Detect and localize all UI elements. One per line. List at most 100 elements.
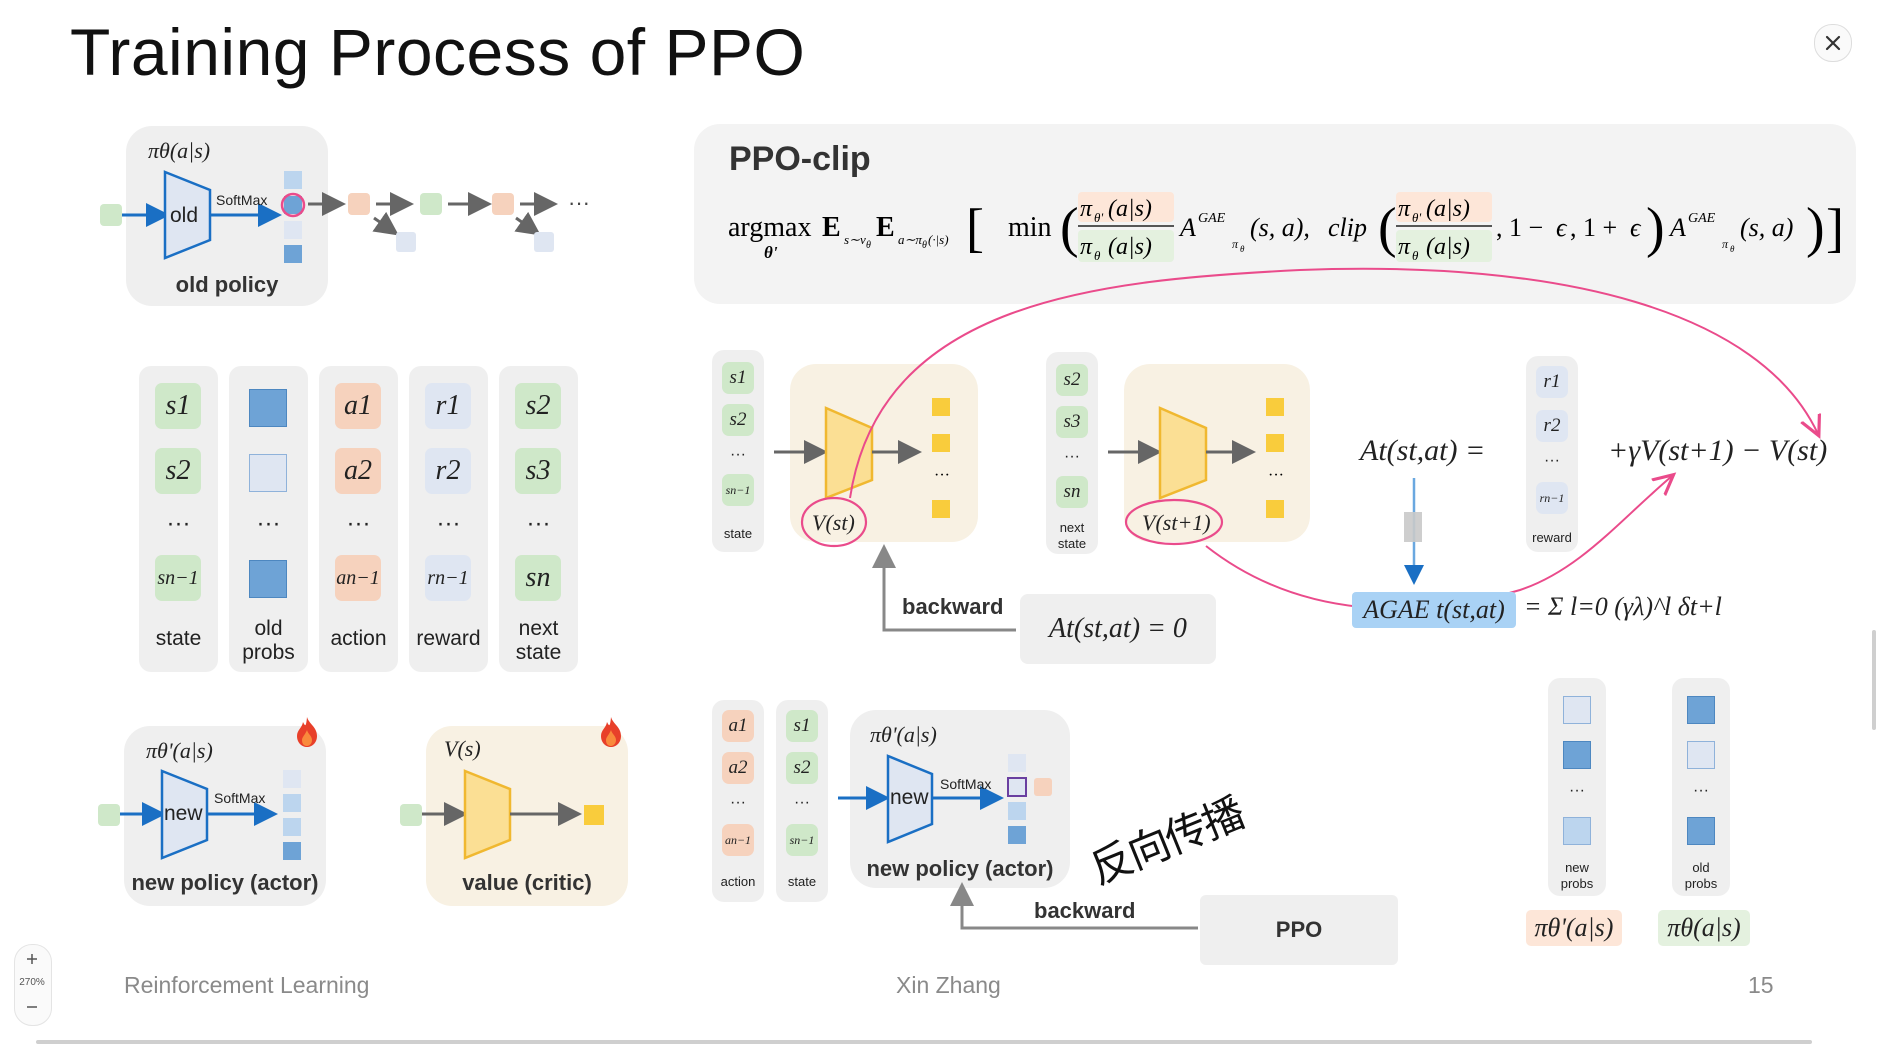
svg-text:θ: θ: [1730, 244, 1735, 254]
svg-text:π: π: [1722, 237, 1729, 251]
au-old-probs-caption-1: old: [1692, 860, 1710, 875]
buffer-state-ellipsis: ···: [166, 510, 191, 537]
zoom-control: [14, 944, 52, 1026]
au-new-prob-cell: [1563, 696, 1591, 724]
buffer-old-probs-caption-2: probs: [242, 641, 295, 664]
footer-author: Xin Zhang: [896, 972, 1001, 998]
vu-gae-lhs: AGAE t(st,at): [1352, 592, 1516, 628]
svg-text:): ): [1646, 197, 1665, 259]
au-action-ellipsis: ···: [730, 794, 746, 811]
buffer-state-item: s1: [155, 383, 201, 429]
vu-reward-item: rn−1: [1536, 482, 1568, 514]
svg-text:θ': θ': [1094, 210, 1103, 225]
close-button[interactable]: [1814, 24, 1852, 62]
vu-state-caption: state: [723, 526, 753, 541]
au-action-item: a1: [722, 710, 754, 742]
old-policy-formula: πθ(a|s): [148, 138, 211, 163]
au-new-probs-ellipsis: ···: [1569, 782, 1585, 799]
svg-text:min: min: [1008, 212, 1052, 243]
vu-state-item: s2: [722, 404, 754, 436]
svg-text:···: ···: [934, 467, 950, 484]
new-softmax-label: SoftMax: [214, 790, 266, 806]
svg-text:ϵ: ϵ: [1630, 213, 1642, 242]
footer-course: Reinforcement Learning: [124, 972, 370, 998]
close-icon: [1825, 35, 1841, 51]
vu-advantage-zero: At(st,at) = 0: [1020, 594, 1216, 664]
svg-text:θ: θ: [1412, 248, 1419, 263]
buffer-next-state-item: sn: [515, 555, 561, 601]
buffer-state-caption: state: [155, 627, 202, 650]
vu-next-state-ellipsis: ···: [1064, 448, 1080, 465]
buffer-next-state-item: s2: [515, 383, 561, 429]
svg-text:(: (: [1378, 197, 1397, 259]
svg-text:s∼v: s∼v: [844, 232, 866, 247]
svg-text:, 1 −: , 1 −: [1496, 213, 1543, 242]
buffer-reward-item: r1: [425, 383, 471, 429]
vu-next-state-item: s2: [1056, 364, 1088, 396]
vu-backward-label: backward: [902, 594, 1004, 619]
zoom-out-button[interactable]: [20, 996, 44, 1018]
horizontal-scrollbar[interactable]: [36, 1040, 1812, 1044]
buffer-next-state-ellipsis: ···: [526, 510, 551, 537]
svg-text:(a|s): (a|s): [1108, 196, 1152, 222]
old-softmax-label: SoftMax: [216, 192, 268, 208]
au-backward-label: backward: [1034, 898, 1136, 923]
buffer-state-item: s2: [155, 448, 201, 494]
svg-text:π: π: [1398, 196, 1411, 222]
buffer-reward-item: rn−1: [425, 555, 471, 601]
au-old-prob-formula: πθ(a|s): [1658, 910, 1750, 946]
vu-advantage-lhs: At(st,at) =: [1360, 434, 1486, 467]
svg-text:E: E: [876, 212, 895, 243]
buffer-action-item: an−1: [335, 555, 381, 601]
au-new-probs-caption-1: new: [1565, 860, 1589, 875]
buffer-old-probs-caption-1: old: [254, 617, 283, 640]
svg-text:π: π: [1232, 237, 1239, 251]
au-new-prob-cell: [1563, 817, 1591, 845]
au-action-item: a2: [722, 752, 754, 784]
svg-text:): ): [1806, 197, 1825, 259]
buffer-next-state-caption-1: next: [518, 617, 559, 640]
vu-next-state-caption-1: next: [1059, 520, 1085, 535]
au-new-prob-cell: [1563, 741, 1591, 769]
svg-text:···: ···: [1268, 467, 1284, 484]
buffer-old-prob-cell: [249, 454, 287, 492]
svg-text:GAE: GAE: [1198, 211, 1226, 226]
ppo-clip-formula: argmax θ' E s∼v θ E a∼π θ (·|s) [ min ( …: [728, 186, 1848, 266]
svg-text:ϵ: ϵ: [1556, 213, 1568, 242]
vu-value-state: V(st): [812, 510, 855, 535]
footer-page-number: 15: [1748, 972, 1774, 998]
svg-text:(s, a),: (s, a),: [1250, 213, 1310, 242]
au-state-item: sn−1: [786, 824, 818, 856]
au-new-probs-caption-2: probs: [1560, 876, 1594, 891]
buffer-action-ellipsis: ···: [346, 510, 371, 537]
critic-caption: value (critic): [462, 870, 592, 895]
svg-text:GAE: GAE: [1688, 211, 1716, 226]
buffer-old-prob-cell: [249, 389, 287, 427]
critic-input-token: [400, 804, 422, 826]
svg-text:[: [: [966, 198, 984, 258]
vu-reward-item: r1: [1536, 366, 1568, 398]
zoom-in-button[interactable]: [20, 948, 44, 970]
svg-text:(·|s): (·|s): [928, 232, 949, 247]
au-new-prob-formula: πθ'(a|s): [1526, 910, 1622, 946]
buffer-next-state-item: s3: [515, 448, 561, 494]
svg-text:θ': θ': [764, 243, 778, 262]
old-policy-input-token: [100, 204, 122, 226]
au-old-prob-cell: [1687, 817, 1715, 845]
vertical-scrollbar[interactable]: [1872, 630, 1876, 730]
vu-reward-ellipsis: ···: [1544, 452, 1560, 469]
vu-next-state-caption-2: state: [1057, 536, 1087, 551]
fire-icon: [297, 717, 317, 747]
zoom-level: 270%: [19, 977, 45, 988]
svg-text:θ: θ: [922, 240, 927, 251]
vu-state-ellipsis: ···: [730, 446, 746, 463]
new-policy-input-token: [98, 804, 120, 826]
svg-text:A: A: [1178, 213, 1196, 242]
old-block-label: old: [170, 204, 199, 227]
slide-title: Training Process of PPO: [70, 15, 806, 89]
